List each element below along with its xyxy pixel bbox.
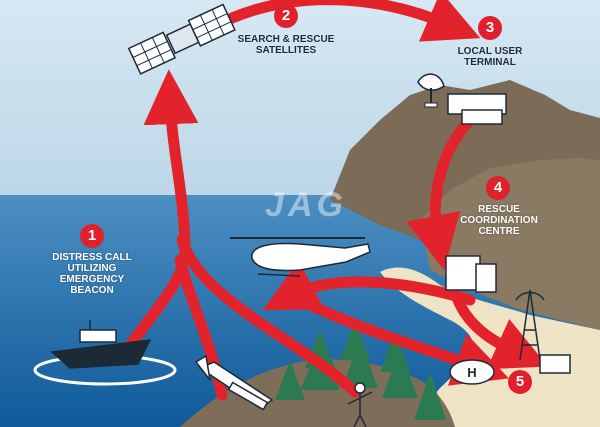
arrow-satellite-to-terminal <box>226 0 481 42</box>
step-2-line-2: SATELLITES <box>255 45 317 56</box>
watermark: JAG <box>265 186 347 224</box>
step-1-badge: 1 <box>80 224 104 248</box>
building-icon <box>445 255 497 293</box>
step-3-badge: 3 <box>478 16 502 40</box>
step-3-line-1: LOCAL USER <box>457 46 523 57</box>
step-3-line-2: TERMINAL <box>464 57 516 68</box>
step-4-label: RESCUE COORDINATION CENTRE <box>458 204 540 237</box>
step-1-line-1: DISTRESS CALL <box>52 252 132 263</box>
satellite-icon <box>127 3 236 75</box>
plane-icon <box>194 354 274 411</box>
svg-text:H: H <box>467 365 476 380</box>
step-4-line-1: RESCUE <box>478 204 520 215</box>
step-2-label: SEARCH & RESCUE SATELLITES <box>228 34 344 56</box>
helicopter-icon <box>230 237 371 277</box>
step-2-badge: 2 <box>274 4 298 28</box>
ship-icon <box>50 320 152 369</box>
step-1-label: DISTRESS CALL UTILIZING EMERGENCY BEACON <box>44 252 140 296</box>
antenna-dish-icon <box>417 73 445 108</box>
step-4-line-2: COORDINATION <box>460 215 538 226</box>
arrow-centre-to-helicopter <box>262 260 476 311</box>
step-4-badge: 4 <box>486 176 510 200</box>
step-1-line-2: UTILIZING <box>67 263 117 274</box>
step-4-line-3: CENTRE <box>478 226 520 237</box>
station-box-icon <box>539 354 571 374</box>
helipad-icon: H <box>449 359 495 385</box>
step-2-line-1: SEARCH & RESCUE <box>237 34 335 45</box>
person-icon <box>347 382 373 427</box>
arrow-terminal-to-centre <box>406 112 478 271</box>
foreground-hill <box>180 359 455 427</box>
arrow-centre-to-station <box>452 294 549 370</box>
terminal-building-icon <box>447 93 507 125</box>
step-3-label: LOCAL USER TERMINAL <box>454 46 526 68</box>
step-5-badge: 5 <box>508 370 532 394</box>
arrow-person-to-satellite <box>176 234 361 398</box>
step-1-line-3: EMERGENCY <box>59 274 125 285</box>
radio-tower-icon <box>515 289 545 361</box>
step-1-line-4: BEACON <box>70 285 114 296</box>
